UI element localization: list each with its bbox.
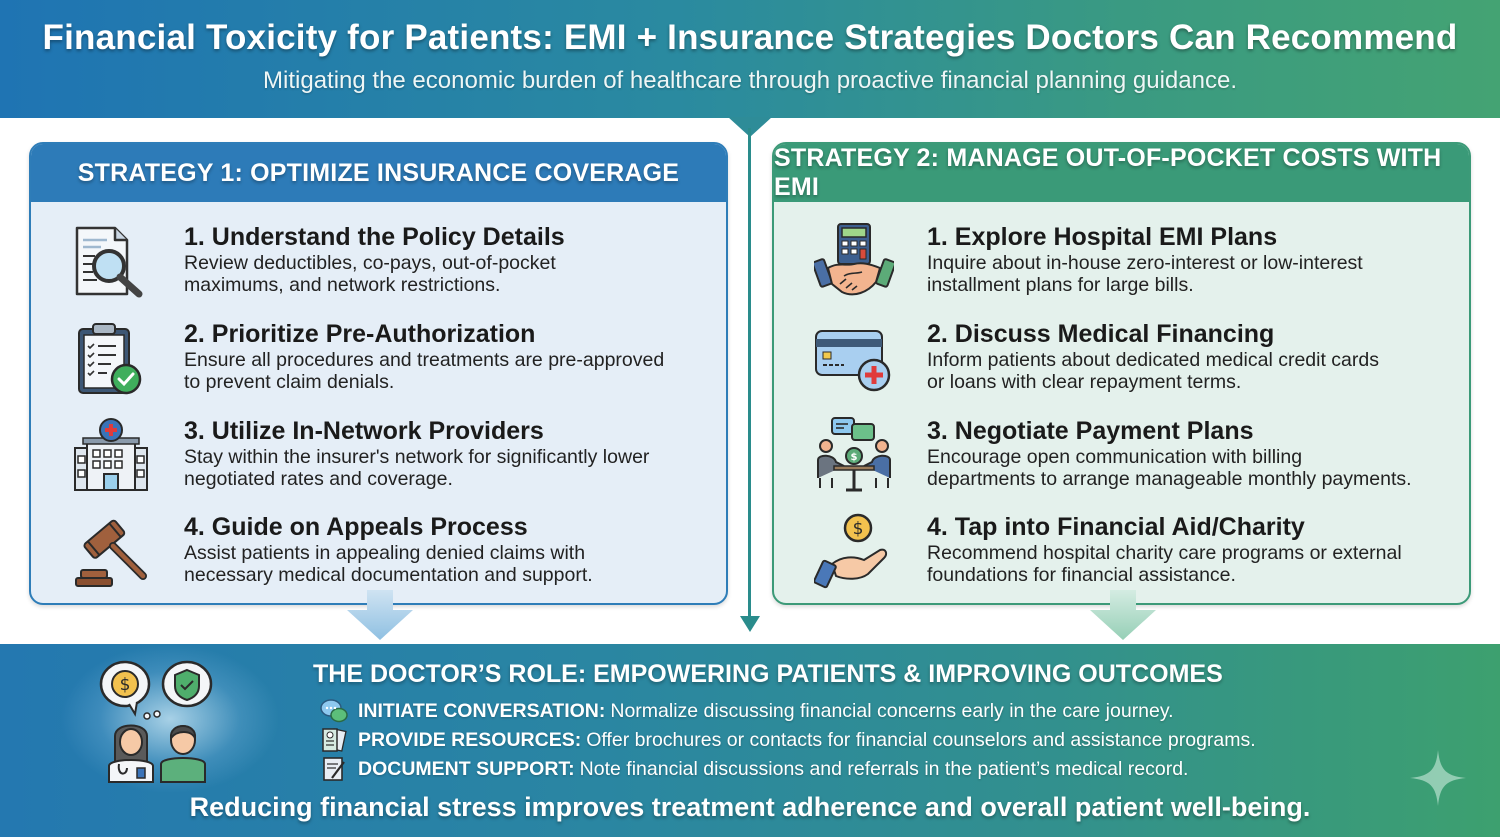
strategy-1-heading: STRATEGY 1: OPTIMIZE INSURANCE COVERAGE: [31, 144, 726, 202]
item-title: 1. Explore Hospital EMI Plans: [927, 223, 1278, 251]
item-title: 3. Negotiate Payment Plans: [927, 417, 1254, 445]
hand-coin-icon: $: [814, 513, 888, 589]
strategy-1-item-3: 3. Utilize In-Network Providers Stay wit…: [31, 416, 726, 506]
doctor-patient-icon: $: [99, 660, 213, 783]
item-description-line-1: Stay within the insurer's network for si…: [184, 446, 650, 468]
page-title: Financial Toxicity for Patients: EMI + I…: [42, 18, 1458, 57]
svg-text:$: $: [853, 519, 864, 539]
footer-message: Reducing financial stress improves treat…: [189, 792, 1311, 822]
item-description-line-2: maximums, and network restrictions.: [184, 274, 501, 296]
brochures-icon: [322, 728, 347, 752]
item-description-line-2: to prevent claim denials.: [184, 371, 395, 393]
item-description-line-1: Recommend hospital charity care programs…: [927, 542, 1402, 564]
strategy-1-item-2: 2. Prioritize Pre-Authorization Ensure a…: [31, 319, 726, 409]
calculator-handshake-icon: [814, 223, 894, 296]
role-item-document-support: DOCUMENT SUPPORT: Note financial discuss…: [320, 756, 1188, 782]
svg-text:$: $: [120, 675, 131, 695]
role-item-label: DOCUMENT SUPPORT:: [358, 757, 575, 780]
item-description-line-2: foundations for financial assistance.: [927, 564, 1236, 586]
chat-bubbles-icon: [320, 699, 348, 723]
strategy-2-item-2: 2. Discuss Medical Financing Inform pati…: [774, 319, 1469, 409]
item-title: 4. Tap into Financial Aid/Charity: [927, 513, 1305, 541]
item-description-line-1: Inform patients about dedicated medical …: [927, 349, 1379, 371]
item-title: 4. Guide on Appeals Process: [184, 513, 528, 541]
role-item-label: INITIATE CONVERSATION:: [358, 699, 606, 722]
doctor-role-title: THE DOCTOR’S ROLE: EMPOWERING PATIENTS &…: [313, 660, 1223, 688]
role-item-initiate-conversation: INITIATE CONVERSATION: Normalize discuss…: [320, 698, 1174, 724]
item-title: 1. Understand the Policy Details: [184, 223, 565, 251]
gavel-icon: [75, 519, 147, 587]
center-divider-line: [748, 128, 751, 620]
strategy-2-down-arrow-icon: [1090, 590, 1156, 640]
role-item-text: Offer brochures or contacts for financia…: [586, 728, 1256, 751]
strategy-2-item-3: $ 3. Negotiate Payment Plans Encourage o…: [774, 416, 1469, 506]
svg-text:$: $: [851, 452, 858, 463]
document-pen-icon: [323, 757, 345, 781]
strategy-1-down-arrow-icon: [347, 590, 413, 640]
header-banner: Financial Toxicity for Patients: EMI + I…: [0, 0, 1500, 118]
item-description-line-1: Ensure all procedures and treatments are…: [184, 349, 665, 371]
strategy-1-item-4: 4. Guide on Appeals Process Assist patie…: [31, 512, 726, 602]
header-pointer: [728, 117, 772, 137]
strategy-2-item-4: $ 4. Tap into Financial Aid/Charity Reco…: [774, 512, 1469, 602]
strategy-1-item-1: 1. Understand the Policy Details Review …: [31, 222, 726, 312]
item-description-line-1: Encourage open communication with billin…: [927, 446, 1303, 468]
strategy-2-card: STRATEGY 2: MANAGE OUT-OF-POCKET COSTS W…: [772, 142, 1471, 605]
role-item-text: Note financial discussions and referrals…: [579, 757, 1189, 780]
document-magnifier-icon: [75, 226, 143, 298]
center-arrow-icon: [740, 616, 760, 632]
item-description-line-2: installment plans for large bills.: [927, 274, 1194, 296]
item-description-line-2: or loans with clear repayment terms.: [927, 371, 1242, 393]
hospital-icon: [74, 418, 148, 491]
clipboard-check-icon: [78, 323, 142, 395]
role-item-text: Normalize discussing financial concerns …: [610, 699, 1174, 722]
page-subtitle: Mitigating the economic burden of health…: [263, 67, 1237, 94]
strategy-2-heading: STRATEGY 2: MANAGE OUT-OF-POCKET COSTS W…: [774, 144, 1469, 202]
item-title: 2. Discuss Medical Financing: [927, 320, 1275, 348]
item-title: 2. Prioritize Pre-Authorization: [184, 320, 536, 348]
strategy-2-item-1: 1. Explore Hospital EMI Plans Inquire ab…: [774, 222, 1469, 312]
item-description-line-1: Review deductibles, co-pays, out-of-pock…: [184, 252, 556, 274]
item-description-line-1: Inquire about in-house zero-interest or …: [927, 252, 1363, 274]
item-description-line-2: departments to arrange manageable monthl…: [927, 468, 1412, 490]
doctor-role-section: $ THE DOCTOR’S ROLE: EMPOWERING PATIENTS…: [0, 644, 1500, 837]
item-description-line-1: Assist patients in appealing denied clai…: [184, 542, 586, 564]
medical-credit-card-icon: [815, 330, 891, 392]
item-title: 3. Utilize In-Network Providers: [184, 417, 544, 445]
item-description-line-2: negotiated rates and coverage.: [184, 468, 453, 490]
role-item-provide-resources: PROVIDE RESOURCES: Offer brochures or co…: [320, 727, 1256, 753]
strategy-1-card: STRATEGY 1: OPTIMIZE INSURANCE COVERAGE …: [29, 142, 728, 605]
item-description-line-2: necessary medical documentation and supp…: [184, 564, 593, 586]
role-item-label: PROVIDE RESOURCES:: [358, 728, 582, 751]
negotiation-meeting-icon: $: [817, 417, 891, 492]
sparkle-icon: [1410, 750, 1466, 806]
